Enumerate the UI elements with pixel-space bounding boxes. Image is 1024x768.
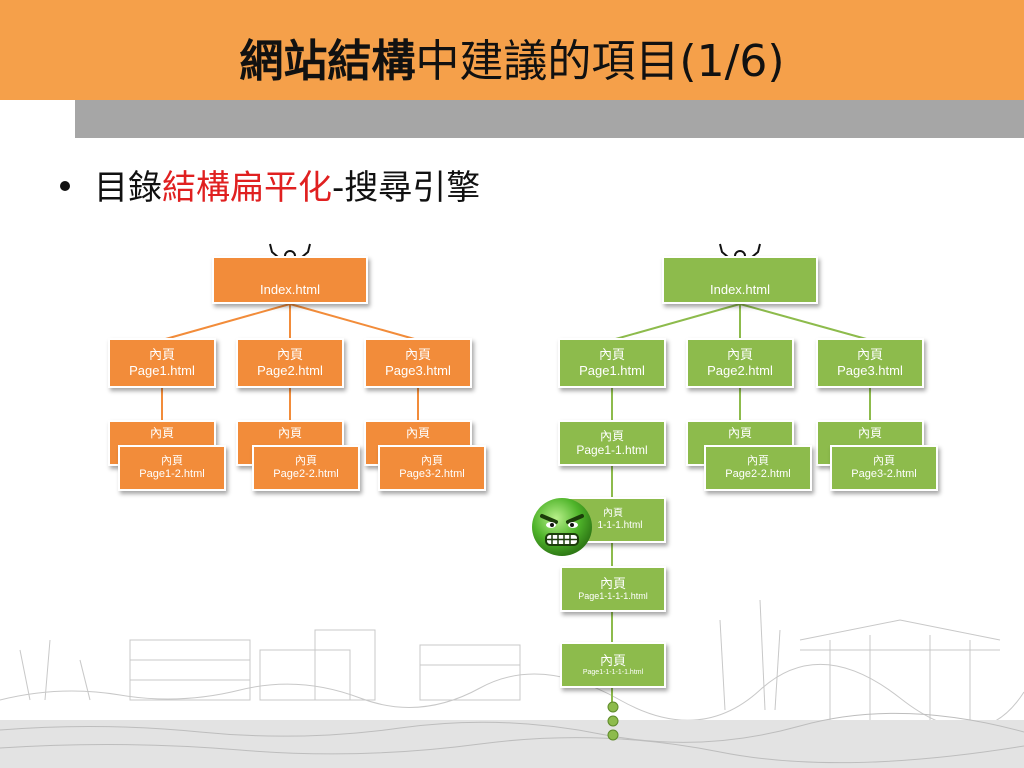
node-label: 內頁: [599, 575, 626, 591]
slide-title: 網站結構中建議的項目(1/6): [0, 25, 1024, 89]
background-scenery: [0, 599, 1024, 768]
node-file: 1-1-1.html: [597, 520, 643, 531]
node-label: 內頁: [727, 426, 752, 440]
header-shadow-bar: [75, 100, 1024, 138]
node-file: Page3.html: [385, 363, 451, 378]
node-label: 內頁: [598, 347, 625, 363]
node-file: Page3-2.html: [399, 468, 465, 480]
node-label: 內頁: [161, 454, 183, 467]
node-file: Page2-2.html: [273, 468, 339, 480]
node-label: 內頁: [856, 347, 883, 363]
node-file: Page2.html: [257, 363, 323, 378]
node-file: Page3.html: [837, 363, 903, 378]
node-label: 內頁: [277, 426, 302, 440]
node-label: 內頁: [295, 454, 317, 467]
node-label: 內頁: [149, 426, 174, 440]
node-file: Page3-2.html: [851, 468, 917, 480]
node-label: 內頁: [405, 426, 430, 440]
bullet-point: 目錄結構扁平化-搜尋引擎: [60, 160, 480, 209]
bullet-prefix: 目錄: [94, 168, 162, 208]
node-label: 內頁: [148, 347, 175, 363]
bullet-suffix: -搜尋引擎: [332, 168, 481, 208]
node-label: 內頁: [857, 426, 882, 440]
left-root-node: Index.html: [212, 256, 368, 304]
header-bar: [0, 0, 1024, 100]
node-label: 內頁: [276, 347, 303, 363]
node-label: 內頁: [404, 347, 431, 363]
node-file: Page1-1-1-1.html: [578, 591, 648, 602]
node-label: 內頁: [599, 428, 624, 443]
bullet-dot-icon: [60, 180, 70, 191]
node-label: 內頁: [873, 454, 895, 467]
node-file: Page1-1-1-1-1.html: [582, 668, 644, 676]
title-bold: 網站結構: [239, 36, 416, 87]
bullet-highlight: 結構扁平化: [162, 168, 332, 208]
node-file: Page1-2.html: [139, 468, 205, 480]
node-file: Page2.html: [707, 363, 773, 378]
node-file: Index.html: [710, 282, 770, 298]
title-rest: 中建議的項目(1/6): [415, 36, 785, 87]
node-label: 內頁: [421, 454, 443, 467]
node-label: 內頁: [599, 653, 626, 668]
node-file: Page1-1.html: [576, 443, 648, 457]
ellipsis-dots-icon: [607, 701, 619, 741]
node-label: 內頁: [747, 454, 769, 467]
angry-face-icon: [532, 498, 592, 556]
node-label: 內頁: [603, 508, 623, 519]
node-file: Page1.html: [129, 363, 195, 378]
node-file: Index.html: [260, 282, 320, 298]
node-label: 內頁: [726, 347, 753, 363]
node-file: Page2-2.html: [725, 468, 791, 480]
node-file: Page1.html: [579, 363, 645, 378]
right-root-node: Index.html: [662, 256, 818, 304]
